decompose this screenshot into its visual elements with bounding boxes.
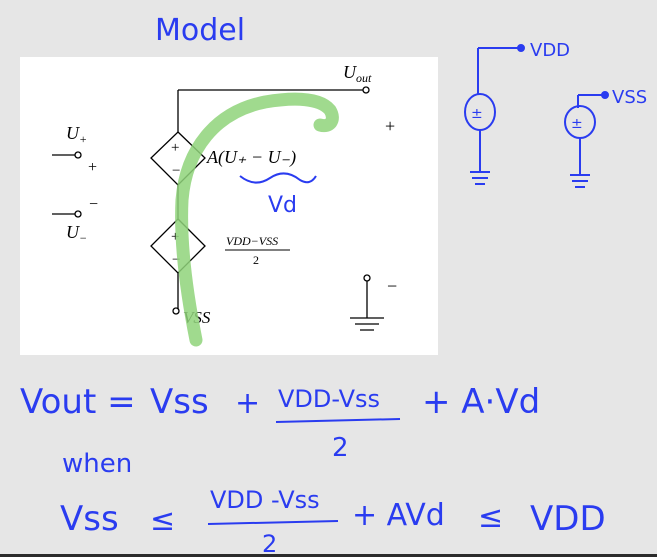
- eq2-vdd: VDD: [530, 499, 606, 539]
- output-minus: −: [387, 276, 397, 296]
- figure-background: [20, 57, 438, 355]
- output-terminal: [362, 86, 370, 94]
- vdd-source-symbol: ±: [471, 106, 483, 122]
- offset-fraction: VDD−VSS 2: [225, 234, 290, 267]
- eq2-frac-num: VDD -Vss: [210, 486, 320, 514]
- vd-note: Vd: [268, 193, 297, 218]
- vd-brace-icon: [239, 172, 317, 184]
- vss-source-symbol: ±: [571, 116, 583, 132]
- vss-terminal: [172, 307, 180, 315]
- svg-text:2: 2: [253, 253, 259, 267]
- equations: Vout = Vss + VDD-Vss 2 + A·Vd when Vss ≤…: [20, 382, 606, 557]
- in-minus-terminal: [74, 210, 82, 218]
- output-plus: +: [385, 116, 395, 136]
- input-plus-sign: +: [88, 159, 97, 176]
- ground-terminal: [363, 274, 371, 282]
- eq1-plus: +: [235, 386, 260, 421]
- eq1-frac-bar: [275, 418, 401, 423]
- highlight-path: [175, 92, 339, 347]
- eq1-tail: + A·Vd: [422, 382, 540, 422]
- circuit-figure: + − + − Uout + − U+ + − U− A(U₊ − U₋) VD…: [20, 57, 438, 355]
- in-plus-terminal: [74, 151, 82, 159]
- svg-text:−: −: [172, 163, 180, 179]
- source-expression: A(U₊ − U₋): [206, 147, 296, 168]
- eq2-frac-den: 2: [262, 530, 277, 557]
- eq2-le-1: ≤: [150, 503, 175, 538]
- eq2-vss: Vss: [60, 499, 119, 539]
- svg-text:VDD−VSS: VDD−VSS: [226, 234, 278, 248]
- vdd-terminal: [517, 44, 525, 52]
- eq2-le-2: ≤: [478, 500, 503, 535]
- ground-icon: [570, 138, 590, 188]
- when-label: when: [62, 449, 132, 479]
- u-minus-label: U−: [66, 222, 87, 245]
- eq1-vss: Vss: [150, 382, 209, 422]
- vdd-label: VDD: [530, 40, 570, 61]
- svg-text:−: −: [172, 252, 180, 268]
- eq2-frac-bar: [207, 520, 339, 525]
- eq1-frac-den: 2: [332, 433, 349, 463]
- supply-sketch: [464, 44, 609, 188]
- bottom-bar: [0, 554, 657, 557]
- u-out-label: Uout: [343, 62, 372, 85]
- ground-icon: [350, 281, 384, 331]
- input-minus-sign: −: [89, 196, 98, 213]
- eq1-lhs: Vout =: [20, 382, 136, 422]
- svg-text:+: +: [171, 229, 179, 245]
- ground-icon: [470, 130, 490, 185]
- eq2-mid: + AVd: [352, 498, 445, 533]
- vss-terminal: [601, 91, 609, 99]
- title: Model: [155, 13, 245, 48]
- eq1-frac-num: VDD-Vss: [278, 385, 380, 413]
- svg-text:+: +: [171, 140, 179, 156]
- u-plus-label: U+: [66, 123, 87, 146]
- vss-supply-label: VSS: [612, 87, 647, 108]
